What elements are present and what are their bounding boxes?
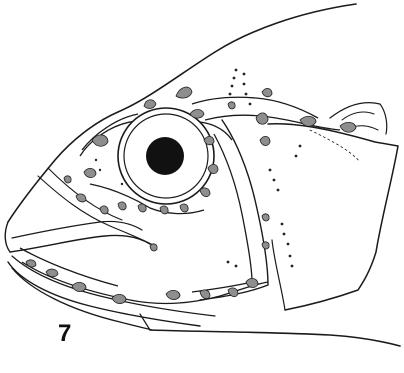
lower-jaw [8, 256, 215, 330]
pupil [146, 137, 184, 175]
opercular-series [20, 97, 398, 310]
eye [118, 108, 214, 204]
figure-number: 7 [58, 322, 71, 346]
